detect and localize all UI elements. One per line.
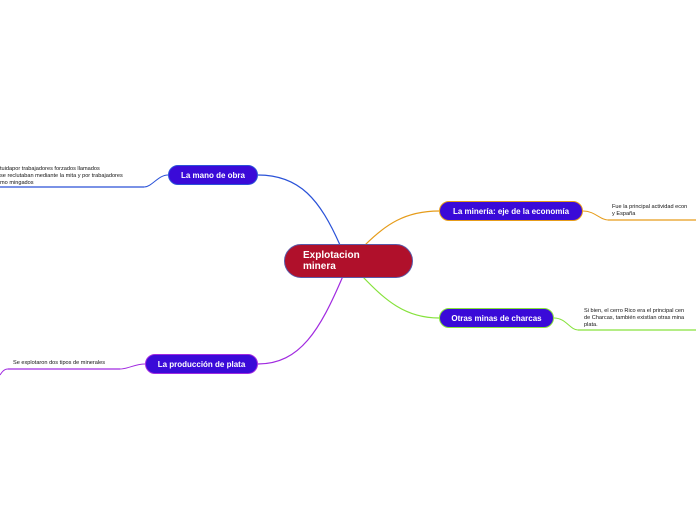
connector-otras-sub [553, 317, 579, 331]
connector-plata-sub [119, 363, 146, 370]
connector-eje-sub [582, 210, 609, 221]
topic-mano-de-obra[interactable]: La mano de obra [168, 165, 258, 185]
subtopic-mano-line: tuidapor trabajadores forzados llamados [0, 166, 100, 172]
subtopic-otras-line: de Charcas, también existían otras mina [584, 315, 685, 321]
topic-otras-minas[interactable]: Otras minas de charcas [439, 308, 554, 328]
topic-mineria-eje[interactable]: La minería: eje de la economía [439, 201, 583, 221]
subtopic-otras-line: Si bien, el cerro Rico era el principal … [584, 308, 685, 314]
subtopic-mano-line: mo mingados [0, 180, 34, 186]
subtopic-eje-line: y España [612, 211, 636, 217]
subtopic-mineria-eje[interactable]: Fue la principal actividad econ y España [612, 204, 687, 218]
connector-mineria-eje [364, 210, 440, 246]
connector-plata-sub-tail [0, 368, 9, 376]
central-topic-line2: minera [303, 261, 336, 272]
connector-otras-minas [361, 275, 440, 319]
connector-mano-de-obra [257, 174, 341, 246]
topic-produccion-plata[interactable]: La producción de plata [145, 354, 258, 374]
subtopic-otras-line: plata. [584, 322, 598, 328]
subtopic-produccion-plata[interactable]: Se explotaron dos tipos de minerales [13, 360, 105, 367]
subtopic-plata-line: Se explotaron dos tipos de minerales [13, 360, 106, 366]
subtopic-otras-minas[interactable]: Si bien, el cerro Rico era el principal … [584, 308, 684, 329]
connector-mano-sub [143, 174, 169, 188]
subtopic-mano-de-obra[interactable]: tuidapor trabajadores forzados llamados … [0, 166, 123, 187]
subtopic-eje-line: Fue la principal actividad econ [612, 204, 688, 210]
connector-produccion-plata [257, 275, 344, 365]
subtopic-mano-line: se reclutaban mediante la mita y por tra… [0, 173, 123, 179]
central-topic-line1: Explotacion [303, 250, 360, 261]
central-topic-node[interactable]: Explotacion minera [284, 244, 413, 278]
